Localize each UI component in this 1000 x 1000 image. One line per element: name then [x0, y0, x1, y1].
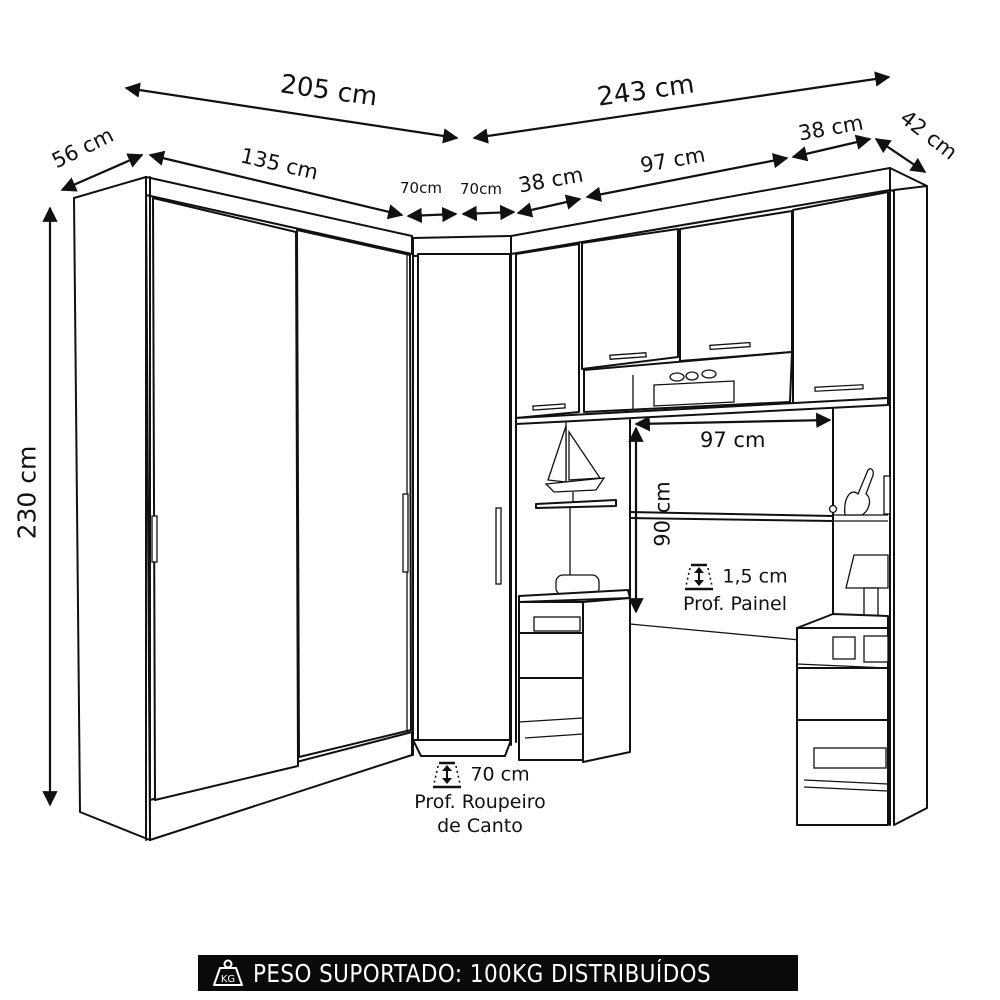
panel-depth-line1: Prof. Painel	[682, 593, 788, 615]
weight-capacity-text: PESO SUPORTADO: 100KG DISTRIBUÍDOS	[252, 958, 711, 988]
corner-depth-line1: Prof. Roupeiro	[414, 791, 546, 813]
tv-panel	[515, 407, 888, 743]
depth-icon	[433, 761, 462, 789]
panel-depth-note: 1,5 cm Prof. Painel	[660, 562, 810, 616]
corner-depth-line2: de Canto	[437, 815, 523, 837]
panel-depth-value: 1,5 cm	[722, 565, 788, 588]
dim-label-corner-left: 70cm	[400, 179, 442, 197]
svg-text:KG: KG	[221, 974, 235, 985]
kg-weight-icon: KG	[212, 959, 243, 986]
door-handle	[495, 507, 502, 585]
right-nightstand	[796, 468, 891, 826]
door-handle	[402, 493, 409, 573]
corner-depth-value: 70 cm	[470, 763, 530, 786]
sliding-wardrobe	[73, 176, 413, 841]
dim-label-panel-height: 90 cm	[650, 481, 675, 547]
dimension-lines	[42, 71, 927, 807]
weight-capacity-banner: KG PESO SUPORTADO: 100KG DISTRIBUÍDOS	[198, 955, 798, 991]
dim-label-height: 230 cm	[12, 445, 42, 540]
corner-depth-note: 70 cm Prof. Roupeiro de Canto	[380, 760, 580, 838]
depth-icon	[685, 563, 714, 591]
upper-cabinets	[510, 167, 928, 826]
door-handle	[151, 515, 158, 563]
corner-wardrobe	[412, 235, 512, 757]
dim-label-corner-right: 70cm	[460, 180, 502, 198]
dim-label-panel-width: 97 cm	[700, 428, 766, 452]
left-nightstand	[518, 422, 631, 763]
